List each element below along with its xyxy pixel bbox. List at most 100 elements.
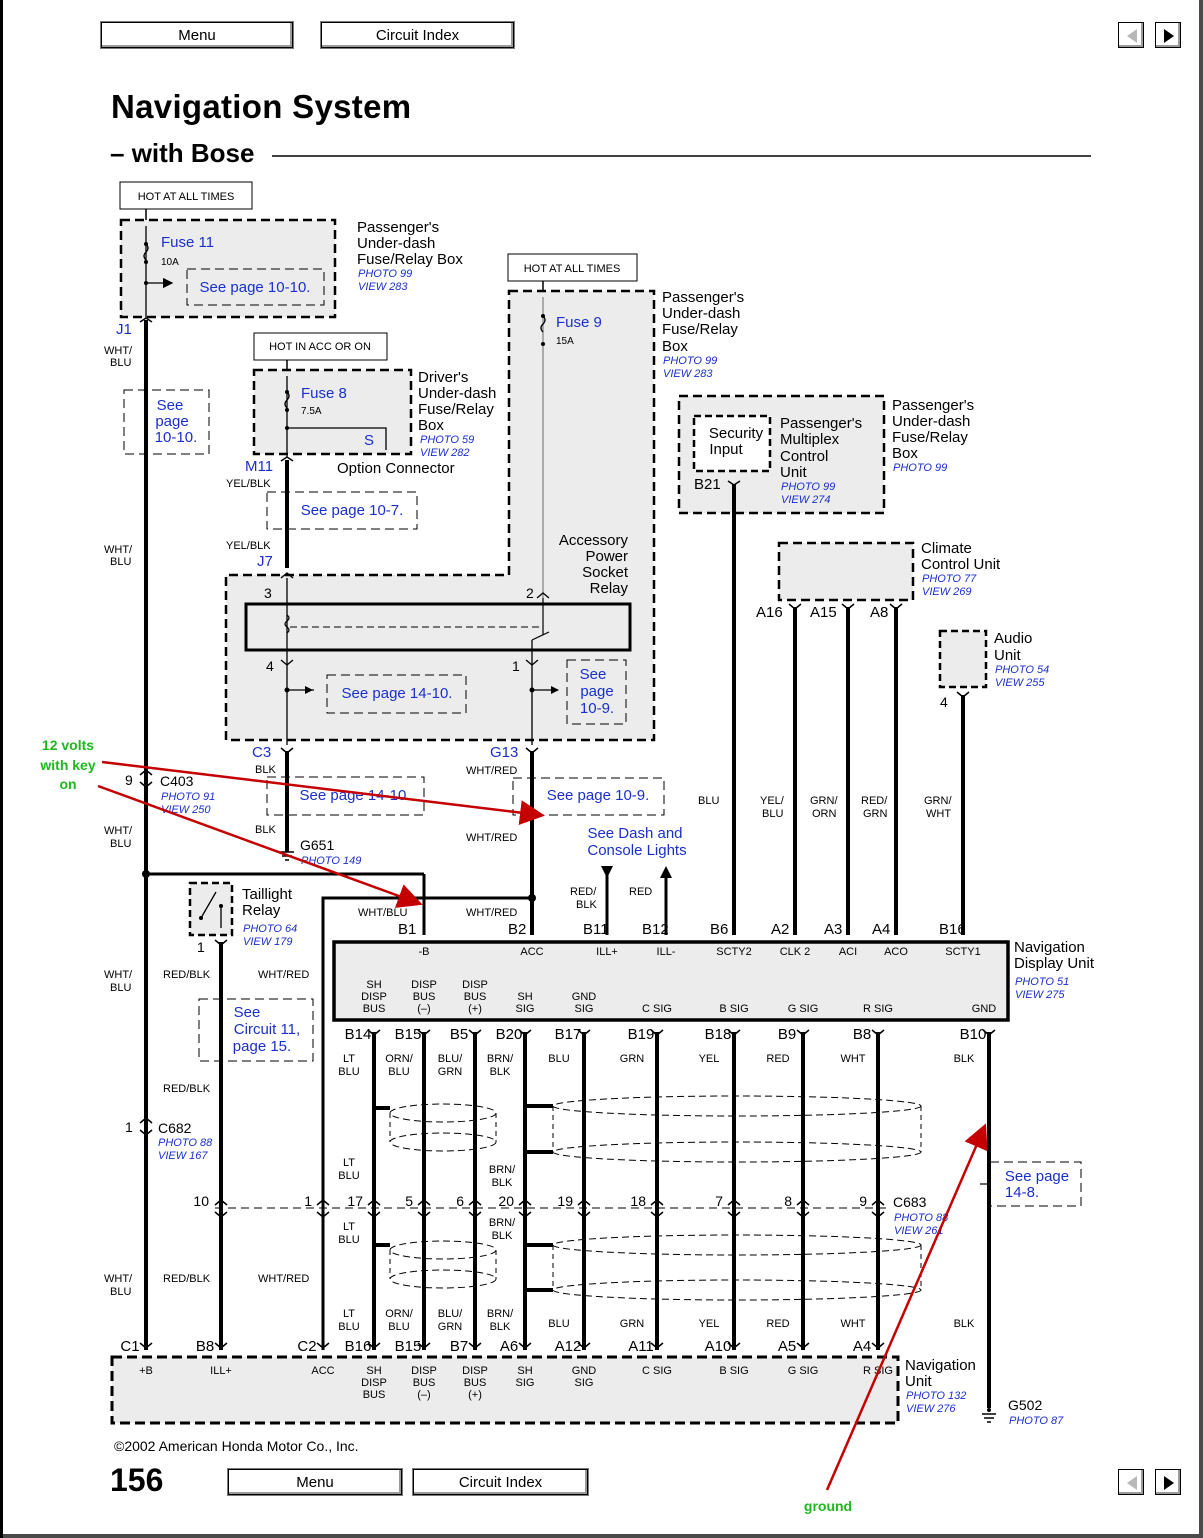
see-circuit-11-a: See (234, 1004, 261, 1021)
c683-pin: 10 (193, 1193, 209, 1209)
see-ref-1010-c: 10-10. (155, 429, 198, 446)
relay-pin-3: 3 (264, 585, 272, 601)
connector-c683: C683 (893, 1194, 927, 1210)
circuit-index-button-bottom[interactable]: Circuit Index (412, 1468, 589, 1496)
prev-page-button-bottom[interactable] (1118, 1469, 1144, 1495)
g651-photo: PHOTO 149 (301, 855, 361, 867)
wire-color-label: WHT/RED (258, 969, 309, 981)
display-bottom-signal-label: G SIG (788, 1003, 819, 1015)
wire-color-label: BRN/ (489, 1217, 516, 1229)
see-ref-1010-b: page (155, 413, 188, 430)
see-ref-148-b: 14-8. (1005, 1184, 1039, 1201)
climate-label-2: Control Unit (921, 556, 1001, 573)
display-bottom-pin-label: B15 (395, 1026, 422, 1043)
multiplex-label-2: Multiplex (780, 431, 840, 448)
nav-unit-signal-label: BUS (363, 1389, 386, 1401)
connector-j7: J7 (257, 553, 273, 570)
display-bottom-signal-label: C SIG (642, 1003, 672, 1015)
wire-color-label: BLU (698, 795, 719, 807)
prev-page-button-top[interactable] (1118, 22, 1144, 48)
fuse11-view: VIEW 283 (358, 281, 408, 293)
c682-pin: 1 (125, 1119, 133, 1135)
taillight-relay-box (188, 881, 234, 937)
fuse8-name: Fuse 8 (301, 385, 347, 402)
display-bottom-pin-label: B20 (496, 1026, 523, 1043)
wire-color-label: LT (343, 1157, 355, 1169)
see-ref-109-a3: 10-9. (580, 700, 614, 717)
multiplex-photo: PHOTO 99 (781, 481, 835, 493)
c683-view: VIEW 261 (894, 1225, 944, 1237)
see-ref-box-1010 (123, 389, 210, 455)
nav-unit-signal-label: BUS (464, 1377, 487, 1389)
wire-color-label: BLK (492, 1177, 513, 1189)
display-bottom-signal-label: R SIG (863, 1003, 893, 1015)
see-dash-lights-1: See Dash and (587, 825, 682, 842)
wire-color-label: BLU (110, 838, 131, 850)
multiplex-label-1: Passenger's (780, 415, 862, 432)
display-bottom-signal-label: (–) (417, 1003, 430, 1015)
nav-unit-signal-label: DISP (411, 1365, 437, 1377)
nav-unit-pin-label: A4 (853, 1338, 871, 1355)
climate-pin-a8: A8 (870, 604, 888, 621)
fuse8-label-1: Driver's (418, 369, 468, 386)
see-ref-box-109-a (566, 659, 627, 725)
c683-pin: 1 (304, 1193, 312, 1209)
taillight-photo: PHOTO 64 (243, 923, 297, 935)
security-pin-b21: B21 (694, 476, 721, 493)
c683-pin: 20 (498, 1193, 514, 1209)
wire-color-label: BLK (490, 1321, 511, 1333)
c683-photo: PHOTO 88 (894, 1212, 949, 1224)
fuse9-photo: PHOTO 99 (663, 355, 717, 367)
see-ref-box-fuse11 (186, 268, 325, 306)
fuse8-label-4: Box (418, 417, 444, 434)
relay-label-4: Relay (590, 580, 629, 597)
wire-color-label: YEL/BLK (226, 478, 271, 490)
wire-color-label: WHT/RED (258, 1273, 309, 1285)
display-bottom-signal-label: GND (972, 1003, 997, 1015)
fuse8-label-2: Under-dash (418, 385, 496, 402)
next-page-button-bottom[interactable] (1155, 1469, 1181, 1495)
climate-label-1: Climate (921, 540, 972, 557)
connector-m11: M11 (245, 458, 273, 475)
nav-unit-signal-label: SH (366, 1365, 381, 1377)
wire-color-label: WHT/BLU (358, 907, 408, 919)
display-signal-label: -B (419, 946, 430, 958)
circuit-index-button-top[interactable]: Circuit Index (320, 21, 515, 49)
display-bottom-pin-label: B9 (778, 1026, 796, 1043)
wire-color-label: BLU (338, 1234, 359, 1246)
relay-label-1: Accessory (559, 532, 629, 549)
display-bottom-signal-label: BUS (363, 1003, 386, 1015)
see-ref-109-a2: page (580, 683, 613, 700)
nav-unit-view: VIEW 276 (906, 1403, 956, 1415)
next-page-button-top[interactable] (1155, 22, 1181, 48)
display-pin-label: A4 (872, 921, 890, 938)
security-input-box (692, 414, 772, 473)
wire-color-label: RED/BLK (163, 969, 211, 981)
annotation-ground: ground (804, 1498, 852, 1514)
annotation-12-volts-3: on (59, 776, 76, 792)
see-ref-box-107 (266, 491, 418, 530)
menu-button-top[interactable]: Menu (100, 21, 294, 49)
audio-unit-box (938, 629, 988, 689)
c683-pin: 5 (405, 1193, 413, 1209)
c683-pin: 19 (557, 1193, 573, 1209)
display-signal-label: SCTY1 (945, 946, 980, 958)
wire-color-label: BLK (490, 1066, 511, 1078)
page-title: Navigation System (111, 88, 412, 125)
taillight-view: VIEW 179 (243, 936, 293, 948)
wire-color-label: YEL/BLK (226, 540, 271, 552)
nav-unit-signal-label: ILL+ (210, 1365, 232, 1377)
nav-unit-pin-label: A6 (500, 1338, 518, 1355)
pass-fuse-label-4: Box (892, 445, 918, 462)
display-pin-label: B1 (398, 921, 416, 938)
fuse8-s-terminal: S (364, 432, 374, 449)
wire-color-label: BLK (954, 1318, 975, 1330)
menu-button-bottom[interactable]: Menu (227, 1468, 403, 1496)
fuse11-rating: 10A (161, 257, 179, 268)
wire-color-label: WHT/RED (466, 907, 517, 919)
display-bottom-signal-label: (+) (468, 1003, 482, 1015)
c403-view: VIEW 250 (161, 804, 211, 816)
display-pin-label: A2 (771, 921, 789, 938)
subtitle-text: with Bose (131, 138, 255, 168)
display-bottom-signal-label: B SIG (719, 1003, 748, 1015)
